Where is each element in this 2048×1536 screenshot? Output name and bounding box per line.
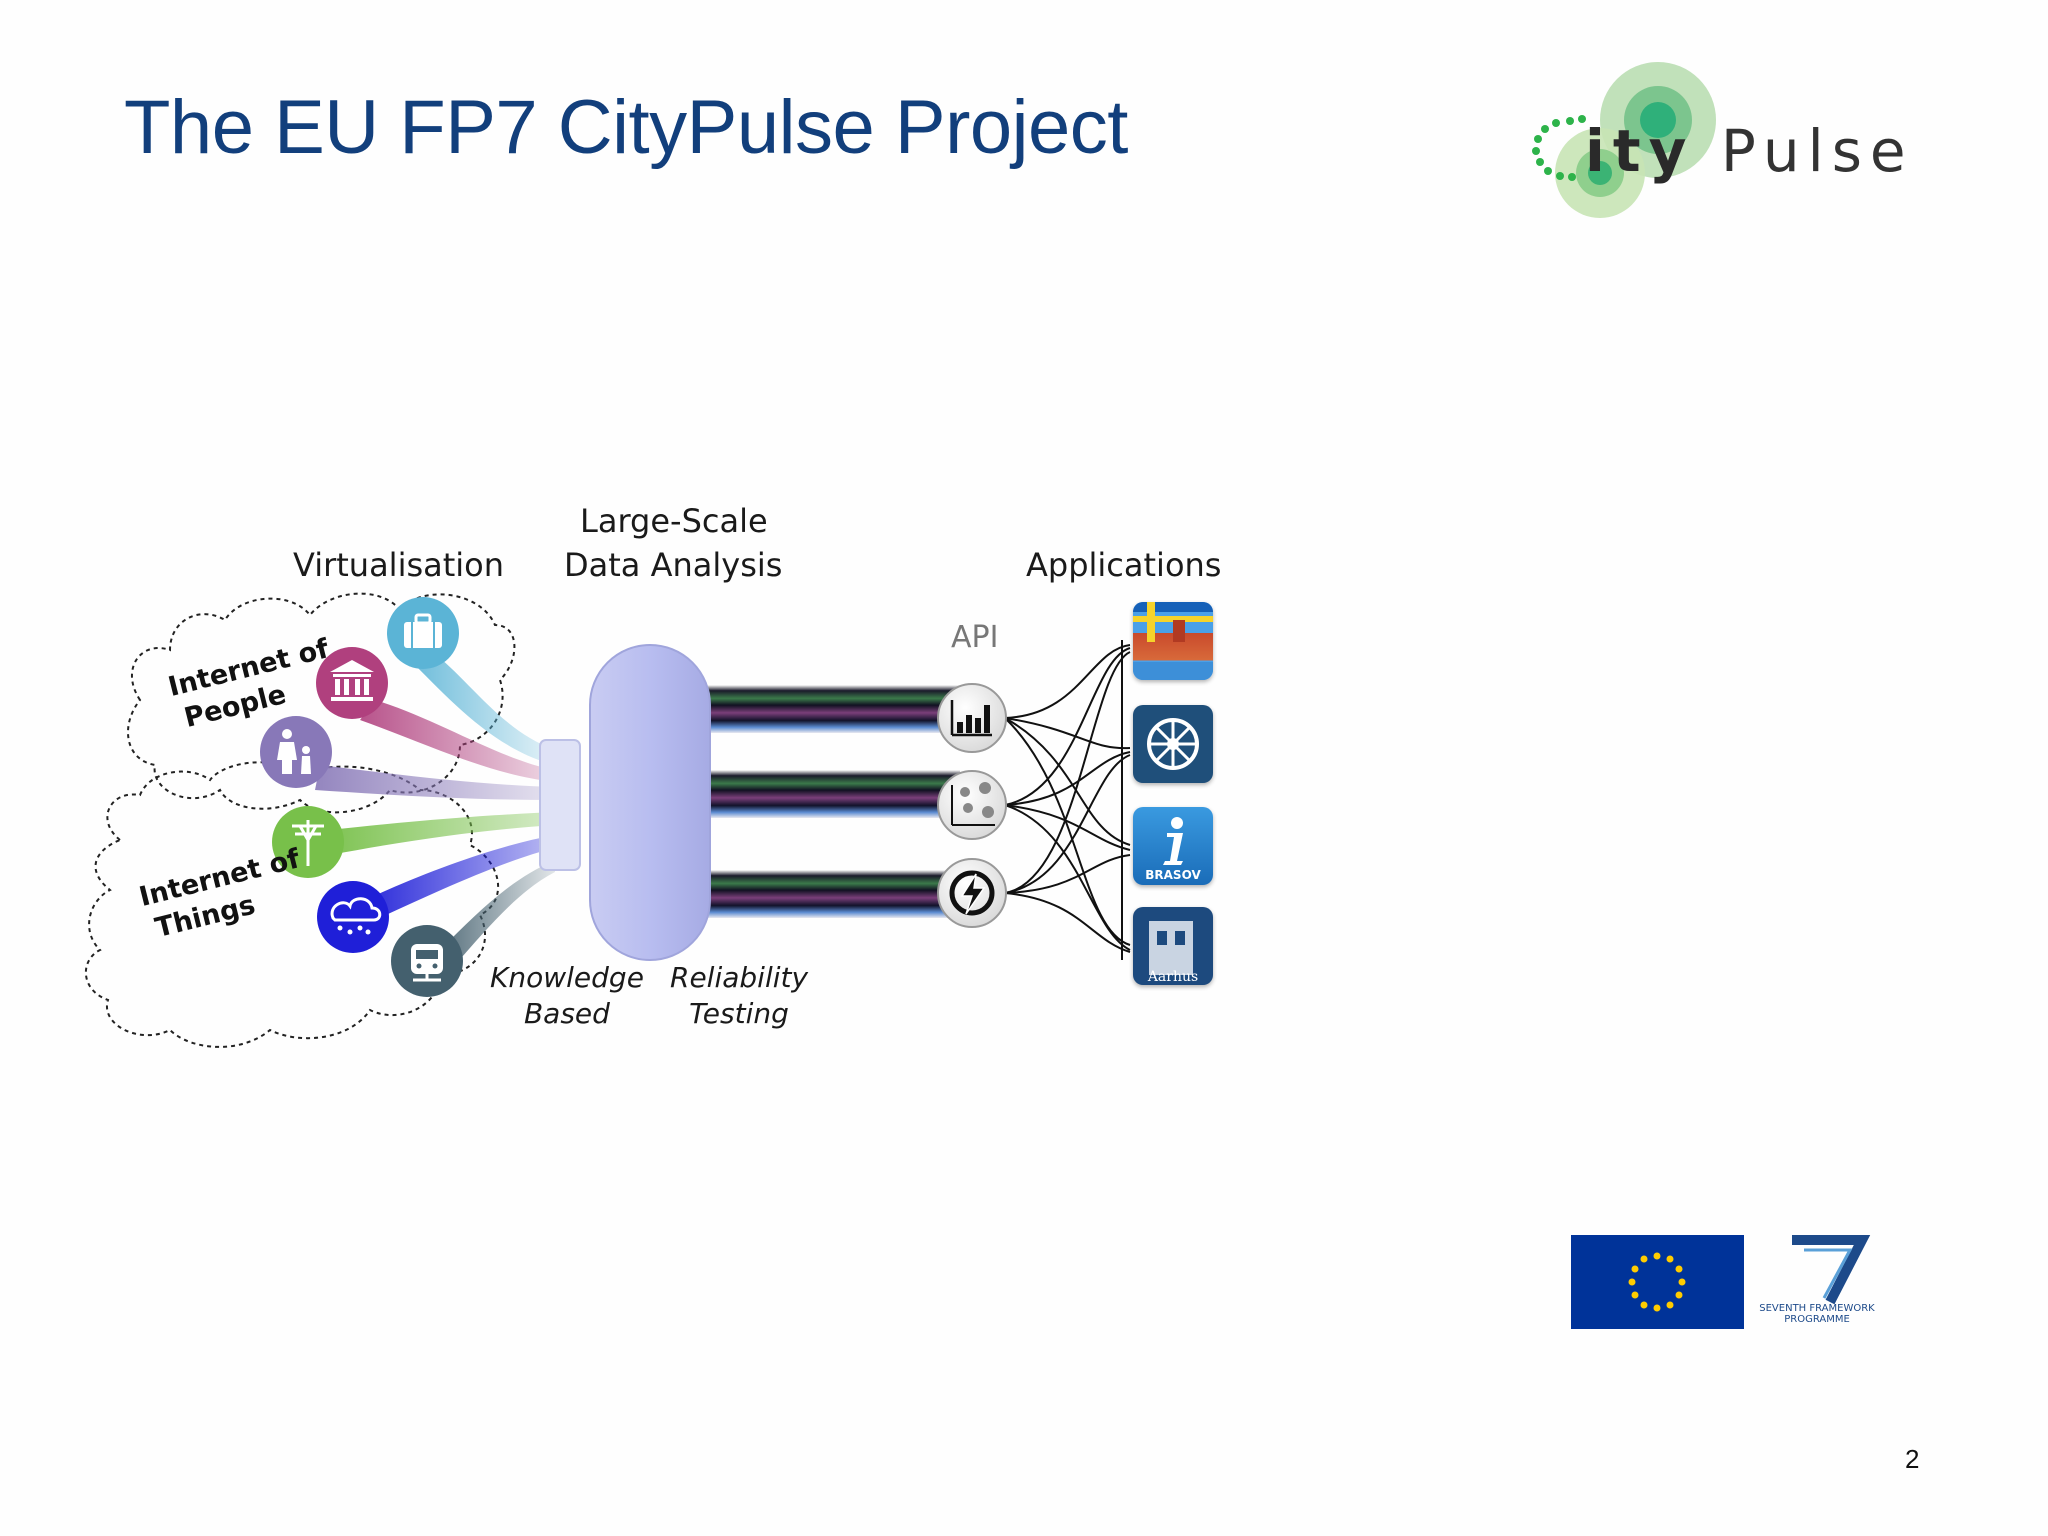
fp7-line1: SEVENTH FRAMEWORK <box>1759 1303 1875 1314</box>
lightning-icon <box>937 858 1007 928</box>
slide-title: The EU FP7 CityPulse Project <box>124 85 1128 170</box>
knowledge-based-label: Knowledge Based <box>490 960 644 1033</box>
fp7-logo: SEVENTH FRAMEWORK PROGRAMME <box>1752 1232 1882 1332</box>
heading-analysis-line1: Large-Scale <box>580 502 768 540</box>
eu-stars <box>1628 1252 1686 1312</box>
power-pole-icon <box>272 806 344 878</box>
stream-train <box>440 860 555 965</box>
fp7-line2: PROGRAMME <box>1784 1313 1850 1325</box>
brasov-info-graphic: BRASOV <box>1145 817 1201 882</box>
cable-1 <box>700 685 960 733</box>
reliability-testing-label: Reliability Testing <box>670 960 808 1033</box>
api-label: API <box>951 620 999 655</box>
fp7-seven-graphic <box>1792 1235 1871 1305</box>
stream-briefcase <box>410 650 555 765</box>
hub-inlet <box>539 739 581 871</box>
briefcase-icon <box>387 597 459 669</box>
cloud-internet-of-things <box>85 761 499 1048</box>
heading-applications: Applications <box>1026 546 1222 584</box>
logo-graphic <box>1532 62 1716 218</box>
eu-flag-logo <box>1571 1235 1744 1329</box>
wheel-graphic <box>1147 718 1199 770</box>
logo-text-ity: ity <box>1585 117 1695 185</box>
cable-2 <box>700 770 960 818</box>
train-icon <box>391 925 463 997</box>
knowledge-line2: Based <box>523 997 610 1031</box>
citypulse-logo: ity Pulse <box>1500 55 1940 225</box>
heading-virtualisation: Virtualisation <box>293 546 505 584</box>
cloud-internet-of-people <box>127 592 516 814</box>
stream-bank <box>360 700 555 782</box>
stockholm-app-icon[interactable] <box>1133 602 1213 680</box>
aarhus-label: Aarhus <box>1147 969 1198 985</box>
wheel-app-icon[interactable] <box>1133 705 1213 783</box>
reliability-line2: Testing <box>689 997 789 1031</box>
reliability-line1: Reliability <box>670 961 809 994</box>
stream-family <box>315 765 555 800</box>
brasov-label: BRASOV <box>1145 868 1201 882</box>
bank-icon <box>316 647 388 719</box>
heading-analysis-line2: Data Analysis <box>564 546 783 584</box>
family-icon <box>260 716 332 788</box>
logo-text-pulse: Pulse <box>1720 117 1914 185</box>
aarhus-graphic: Aarhus <box>1147 921 1198 985</box>
stream-weather <box>365 835 555 920</box>
knowledge-line1: Knowledge <box>490 961 644 994</box>
aarhus-app-icon[interactable]: Aarhus <box>1133 907 1213 985</box>
weather-icon <box>317 881 389 953</box>
cable-3 <box>700 870 960 918</box>
brasov-info-app-icon[interactable]: BRASOV <box>1133 807 1213 885</box>
stream-power <box>330 812 555 855</box>
data-analysis-hub <box>589 644 711 961</box>
logo-text: ity Pulse <box>1585 117 1914 185</box>
bar-chart-icon <box>937 683 1007 753</box>
page-number: 2 <box>1905 1444 1920 1474</box>
scatter-plot-icon <box>937 770 1007 840</box>
stockholm-app-graphic <box>1133 602 1213 680</box>
api-app-connections <box>1004 640 1131 960</box>
fp7-caption: SEVENTH FRAMEWORK PROGRAMME <box>1752 1303 1882 1325</box>
